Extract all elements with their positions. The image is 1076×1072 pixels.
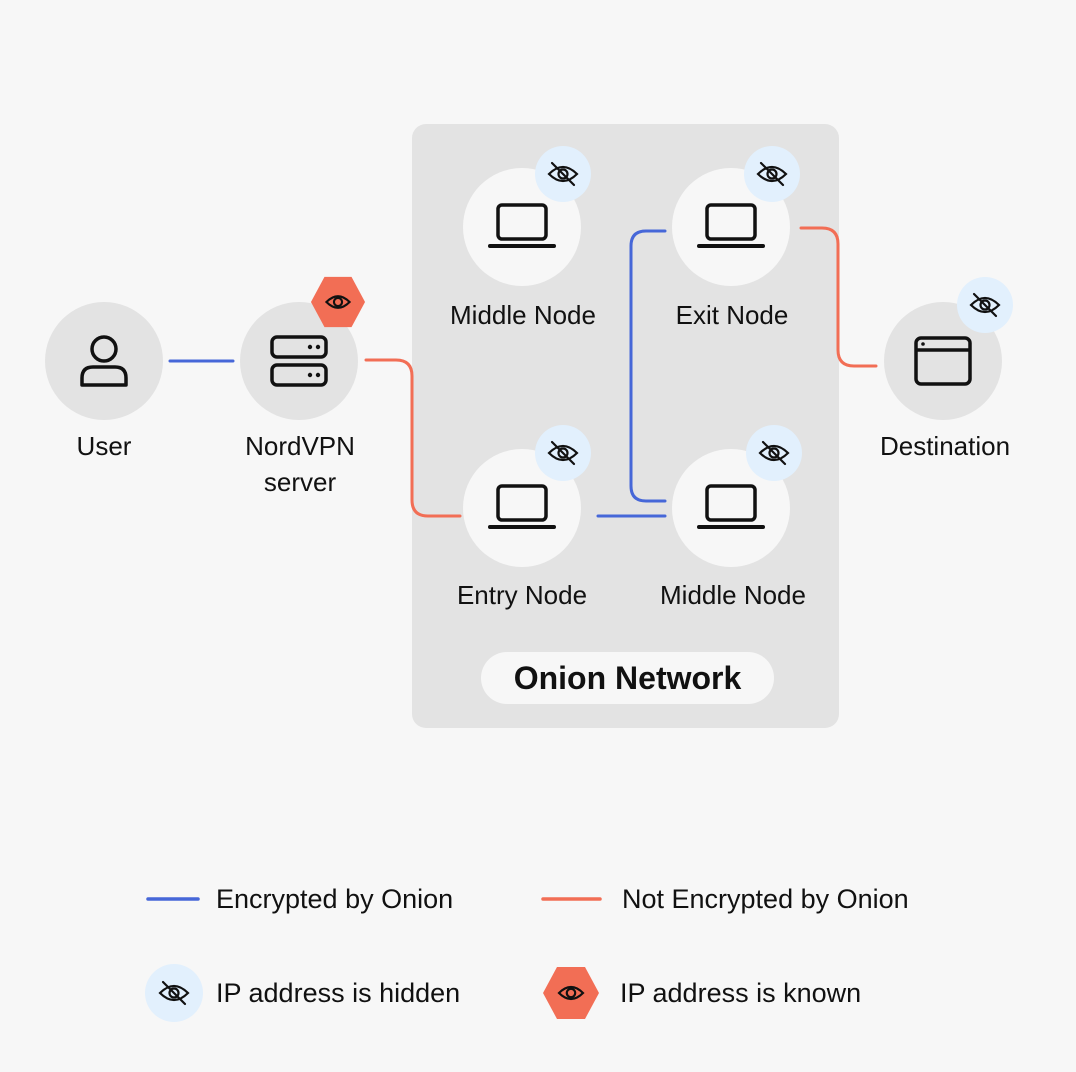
entry-node-label: Entry Node: [456, 580, 588, 610]
legend-encrypted-text: Encrypted by Onion: [216, 884, 454, 914]
link-middle-exit: [629, 229, 667, 503]
link-exit-destination: [799, 226, 878, 368]
laptop-icon: [488, 203, 556, 248]
eye-slash-icon: [756, 161, 788, 187]
user-node: [45, 302, 163, 420]
ip-known-badge: [310, 274, 366, 330]
nordvpn-label-line1: NordVPN: [245, 431, 355, 461]
legend-known-text: IP address is known: [620, 978, 862, 1008]
ip-hidden-badge: [535, 146, 591, 202]
ip-hidden-badge: [744, 146, 800, 202]
eye-slash-icon: [969, 292, 1001, 318]
user-label: User: [76, 431, 132, 461]
legend-known-badge: [542, 964, 600, 1022]
laptop-icon: [697, 203, 765, 248]
eye-slash-icon: [547, 161, 579, 187]
middle-node-bottom-label: Middle Node: [660, 580, 806, 610]
exit-node-label: Exit Node: [675, 300, 789, 330]
link-nordvpn-entry: [364, 358, 462, 518]
legend-hidden-badge: [145, 964, 203, 1022]
laptop-icon: [488, 484, 556, 529]
ip-hidden-badge: [957, 277, 1013, 333]
eye-icon: [310, 276, 366, 328]
eye-icon: [543, 967, 599, 1019]
middle-node-top-label: Middle Node: [450, 300, 596, 330]
nordvpn-label-line2: server: [263, 467, 337, 497]
eye-slash-icon: [547, 440, 579, 466]
legend-not-encrypted-text: Not Encrypted by Onion: [622, 884, 909, 914]
laptop-icon: [697, 484, 765, 529]
server-icon: [270, 335, 328, 387]
destination-label: Destination: [879, 431, 1011, 461]
nordvpn-label: NordVPN server: [245, 428, 355, 500]
onion-network-label: Onion Network: [481, 652, 774, 704]
eye-slash-icon: [158, 980, 190, 1006]
browser-window-icon: [914, 336, 972, 386]
user-icon: [80, 335, 128, 387]
legend-hidden-text: IP address is hidden: [216, 978, 461, 1008]
ip-hidden-badge: [746, 425, 802, 481]
eye-slash-icon: [758, 440, 790, 466]
ip-hidden-badge: [535, 425, 591, 481]
